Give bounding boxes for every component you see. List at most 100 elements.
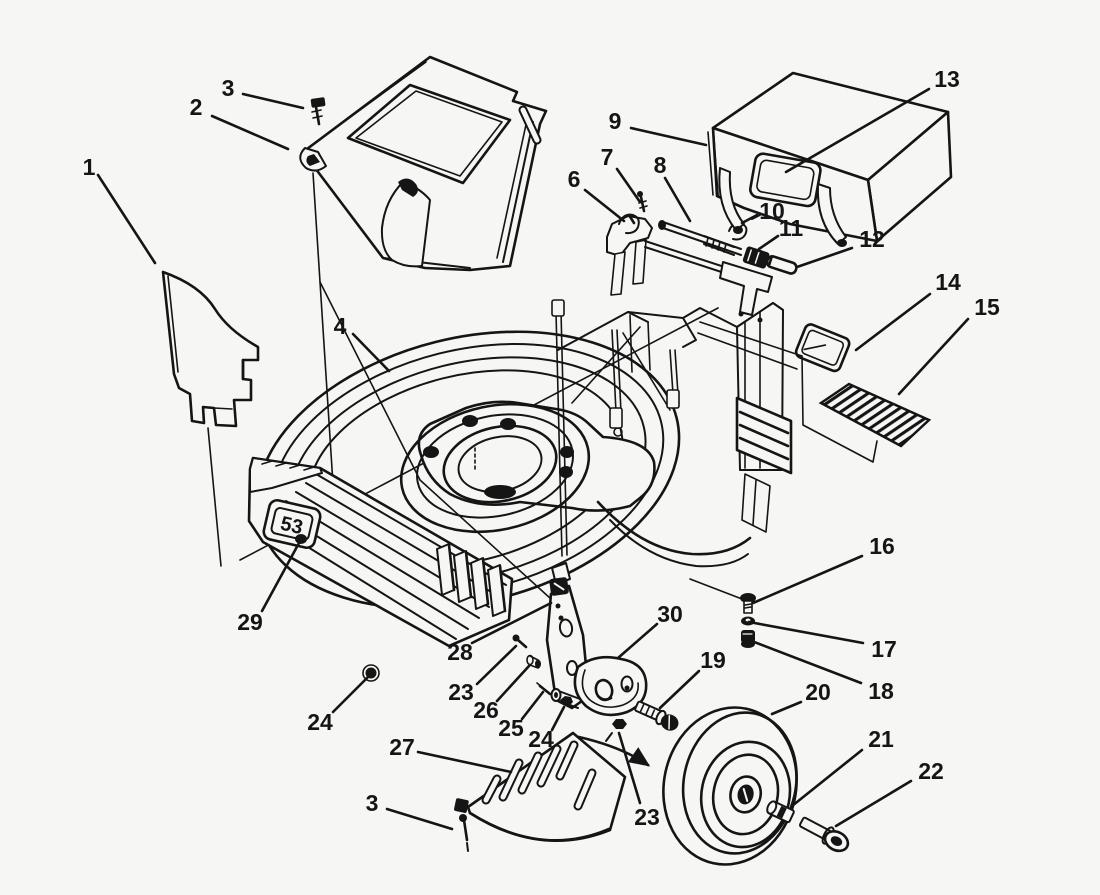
bumper-end-cap <box>249 457 323 493</box>
callout-11-label: 11 <box>779 215 804 241</box>
callout-26-leader <box>495 664 531 703</box>
badge-bolt <box>295 534 307 544</box>
callout-1-leader <box>96 173 157 265</box>
callout-16-leader <box>751 554 864 605</box>
callout-13-label: 13 <box>934 66 960 92</box>
callout-20-leader <box>770 700 803 716</box>
callout-9-leader <box>629 126 708 147</box>
callout-2-leader <box>210 114 290 151</box>
right-rod-bracket <box>719 261 773 316</box>
callout-15-leader <box>897 317 970 396</box>
screw-part-3-top <box>310 97 326 126</box>
callout-14-leader <box>854 292 932 352</box>
bumper-right-fins <box>436 543 507 617</box>
callout-4-label: 4 <box>334 313 347 339</box>
coupler-part-11 <box>742 246 770 269</box>
callout-22-leader <box>834 779 913 828</box>
model-badge: 53 <box>262 498 322 550</box>
callout-23-label: 23 <box>634 804 660 830</box>
callout-8-leader <box>663 176 692 223</box>
callout-1-label: 1 <box>83 154 96 180</box>
callout-6-leader <box>583 188 626 223</box>
front-bumper: 53 <box>247 456 514 648</box>
callout-28-leader <box>470 601 553 645</box>
callout-11-leader <box>757 234 780 251</box>
deflector-slots <box>481 740 597 811</box>
callout-10-label: 10 <box>759 198 785 224</box>
callout-29-leader <box>260 541 301 613</box>
rod-part-8 <box>658 220 742 256</box>
callout-13-leader <box>784 87 931 174</box>
engine-mount-plate <box>417 400 656 512</box>
callout-27-label: 27 <box>389 734 415 760</box>
callout-24-leader <box>550 705 566 732</box>
rear-grip-pad <box>735 396 793 533</box>
pin-part-25 <box>536 682 552 696</box>
wheel-part-20 <box>662 706 798 866</box>
callout-24-label: 24 <box>307 709 333 735</box>
tank-straps <box>718 167 847 247</box>
nut-18 <box>741 630 755 648</box>
callout-9-label: 9 <box>609 108 622 134</box>
wheel-bracket-part-30 <box>550 655 648 717</box>
screw-part-3-bottom <box>459 814 469 852</box>
screw-part-23-upper <box>512 634 528 649</box>
callout-23-leader <box>475 644 518 686</box>
callout-3-label: 3 <box>366 790 379 816</box>
callout-25-label: 25 <box>498 715 524 741</box>
callout-4-leader <box>351 332 391 373</box>
pin-part-26 <box>526 654 541 669</box>
bolt-part-19 <box>634 700 679 731</box>
callout-10-leader <box>740 213 759 225</box>
callout-19-label: 19 <box>700 647 726 673</box>
callout-12-leader <box>795 246 854 269</box>
callout-30-label: 30 <box>657 601 683 627</box>
callout-22-label: 22 <box>918 758 944 784</box>
callout-21-leader <box>790 748 864 808</box>
callout-14-label: 14 <box>935 269 961 295</box>
callout-18-label: 18 <box>868 678 894 704</box>
callout-23-leader <box>617 731 642 805</box>
cover-flap <box>380 181 431 268</box>
spacer-part-21 <box>766 800 795 824</box>
callout-15-label: 15 <box>974 294 1000 320</box>
callout-7-label: 7 <box>601 144 614 170</box>
side-baffle-part-1 <box>161 270 260 428</box>
callout-20-label: 20 <box>805 679 831 705</box>
tank-window <box>749 152 822 208</box>
callout-16-label: 16 <box>869 533 895 559</box>
fuel-tank-part-13 <box>707 71 953 247</box>
cable-clip-part-6 <box>618 213 640 235</box>
callout-3-leader <box>385 807 454 831</box>
mount-bracket-lines <box>697 321 878 463</box>
callout-29-label: 29 <box>237 609 263 635</box>
callout-17-leader <box>747 620 865 645</box>
attachment-arrow <box>577 735 651 767</box>
plate-part-14 <box>794 323 851 373</box>
callout-24-leader <box>331 675 370 714</box>
callout-27-leader <box>416 750 513 774</box>
callout-8-label: 8 <box>654 152 667 178</box>
callout-30-leader <box>616 622 659 660</box>
clamp-part-28 <box>549 577 569 596</box>
callout-24-label: 24 <box>528 726 554 752</box>
callout-25-leader <box>520 690 545 721</box>
axle-bolt-part-22 <box>798 816 850 853</box>
rear-deflector-part-27 <box>454 731 627 843</box>
callout-7-leader <box>615 167 642 204</box>
callout-3-leader <box>241 92 305 110</box>
control-rod-assembly <box>606 191 798 323</box>
nut-part-23-lower <box>605 719 627 742</box>
mount-bolts <box>423 415 623 499</box>
callout-17-label: 17 <box>871 636 897 662</box>
callout-2-label: 2 <box>190 94 203 120</box>
callout-12-label: 12 <box>859 226 885 252</box>
callout-28-label: 28 <box>447 639 473 665</box>
top-cover-part-2 <box>299 55 548 272</box>
rod-part-12 <box>765 255 798 275</box>
callout-23-label: 23 <box>448 679 474 705</box>
callout-19-leader <box>658 669 701 710</box>
